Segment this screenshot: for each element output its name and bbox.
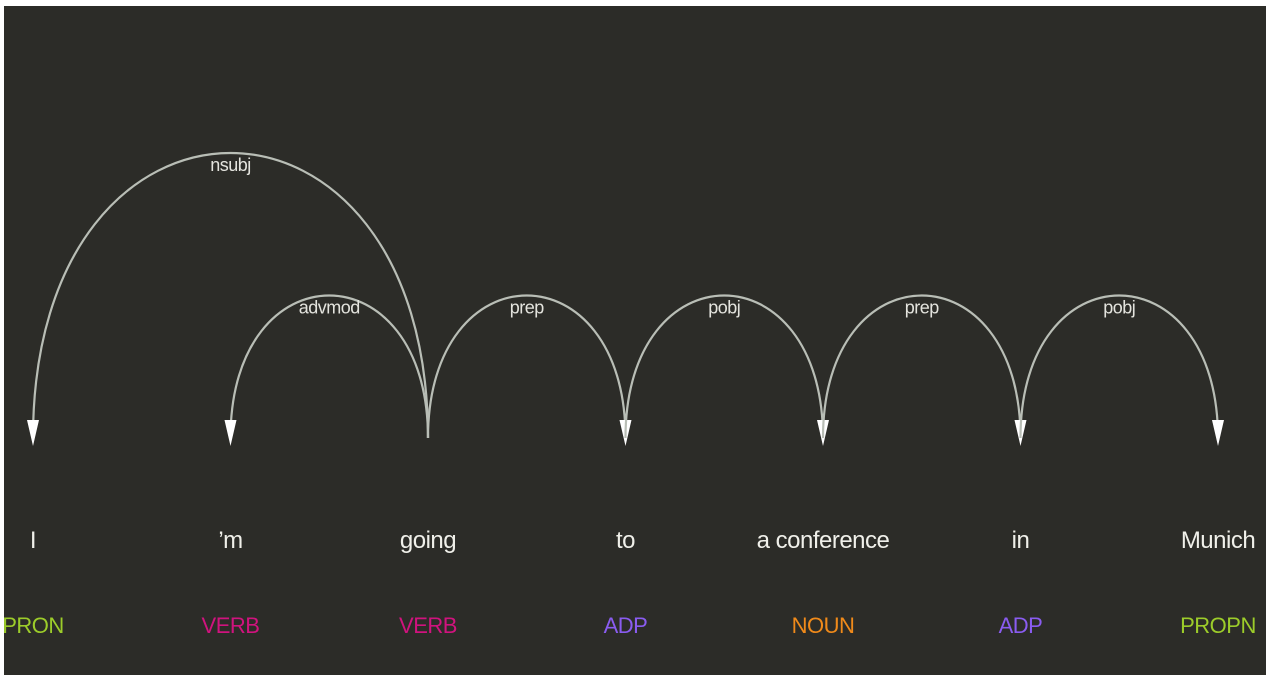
token-word: to <box>616 527 635 554</box>
arc-advmod-1 <box>229 294 430 439</box>
token-word: ’m <box>218 527 242 554</box>
arrowhead-icon <box>1212 420 1224 446</box>
arc-pobj-5 <box>1019 294 1220 439</box>
arrowhead-icon <box>27 420 39 446</box>
arc-prep-4 <box>821 294 1022 439</box>
token-word: a conference <box>757 527 890 554</box>
token-pos-tag: ADP <box>999 613 1043 638</box>
token-pos-tag: VERB <box>202 613 260 638</box>
arcs-layer: nsubj advmod prep pobj prep pobj <box>27 151 1224 446</box>
token-word: in <box>1012 527 1030 554</box>
token-word: Munich <box>1181 527 1255 554</box>
token-word: going <box>400 527 456 554</box>
token-pos-tag: PRON <box>4 613 64 638</box>
token-pos-tag: NOUN <box>792 613 855 638</box>
token-pos-tag: ADP <box>604 613 648 638</box>
arc-label-pobj: pobj <box>708 298 740 318</box>
arc-prep-2 <box>426 294 627 439</box>
token-word: I <box>30 527 36 554</box>
arc-pobj-3 <box>624 294 825 439</box>
arrowhead-icon <box>224 420 237 446</box>
arc-label-prep: prep <box>905 298 940 318</box>
token-pos-tag: PROPN <box>1180 613 1256 638</box>
arc-label-nsubj: nsubj <box>210 155 251 175</box>
arc-nsubj-0 <box>31 151 430 439</box>
arc-label-prep: prep <box>510 298 545 318</box>
arc-label-advmod: advmod <box>299 298 360 318</box>
token-pos-tag: VERB <box>399 613 457 638</box>
arc-label-pobj: pobj <box>1103 298 1135 318</box>
